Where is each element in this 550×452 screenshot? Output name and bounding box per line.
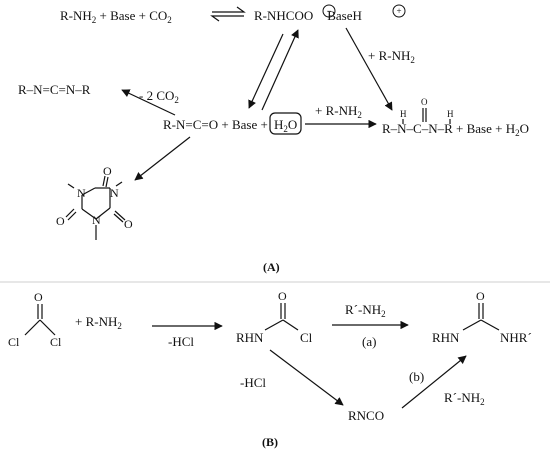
amine-reagent: + R-NH2 (75, 314, 122, 331)
water-highlight-box (269, 112, 302, 135)
carbamoyl-o: O (278, 289, 287, 303)
phosgene: O Cl Cl (8, 290, 62, 349)
co2-loss-label: - 2 CO2 (139, 88, 179, 105)
positive-charge-icon (392, 4, 406, 18)
arrow-to-carbamate (261, 29, 299, 111)
scheme-b: O Cl Cl + R-NH2 -HCl RHN O Cl R´-NH2 (a) (8, 289, 532, 449)
arrow-from-carbamate (248, 33, 284, 109)
isocyanate: RNCO (348, 408, 384, 423)
urea-product: R–N–C–N–R + Base + H2O (382, 121, 529, 138)
panel-label-b: (B) (262, 435, 278, 449)
negative-charge-sign: − (326, 6, 331, 16)
urea-nhr: NHR´ (500, 330, 532, 345)
panel-label-a: (A) (263, 260, 280, 274)
urea-o-top: O (421, 97, 428, 107)
urea-h-right: H (447, 109, 454, 119)
arrow-step-b (401, 355, 467, 409)
water-label: H2O (274, 117, 297, 134)
trimer-o-3: O (124, 217, 133, 231)
carbamoyl-cl: Cl (300, 330, 313, 345)
arrow-carbamate-to-urea (345, 27, 393, 111)
phosgene-cl-left: Cl (8, 335, 20, 349)
phosgene-cl-right: Cl (50, 335, 62, 349)
carbodiimide: R–N=C=N–R (18, 82, 91, 97)
scheme-a-arrows (121, 27, 393, 181)
trimer-n-1: N (77, 186, 86, 200)
urea-h-left: H (400, 109, 407, 119)
hcl-loss-1: -HCl (168, 334, 194, 349)
arrow-hcl-2 (269, 349, 344, 406)
trimer-o-1: O (103, 164, 112, 178)
urea-rhn: RHN (432, 330, 460, 345)
urea-bonds (402, 108, 451, 124)
isocyanate-base-water: R-N=C=O + Base + (163, 117, 268, 132)
amine-reagent-mid: + R-NH2 (315, 103, 362, 120)
urea-o: O (476, 289, 485, 303)
reagent-a: R´-NH2 (345, 302, 386, 319)
amine-base-co2: R-NH2 + Base + CO2 (60, 8, 172, 25)
reagent-b: R´-NH2 (444, 390, 485, 407)
step-a-label: (a) (362, 334, 376, 349)
positive-charge-sign: + (396, 6, 401, 16)
negative-charge-icon (322, 4, 336, 18)
phosgene-o: O (34, 290, 43, 304)
amine-reagent-top: + R-NH2 (368, 48, 415, 65)
trimer-n-3: N (92, 213, 101, 227)
urea-product-b: RHN O NHR´ (432, 289, 532, 345)
trimer-o-2: O (56, 214, 65, 228)
step-b-label: (b) (409, 369, 424, 384)
arrow-to-carbodiimide (121, 89, 176, 116)
arrow-to-isocyanurate (134, 136, 191, 181)
trimer-n-2: N (110, 186, 119, 200)
carbamoyl-rhn: RHN (236, 330, 264, 345)
equilibrium-arrows (210, 6, 246, 22)
carbamoyl-chloride: RHN O Cl (236, 289, 313, 345)
hcl-loss-2: -HCl (240, 375, 266, 390)
isocyanurate-trimer: N N N O O O (56, 164, 133, 240)
